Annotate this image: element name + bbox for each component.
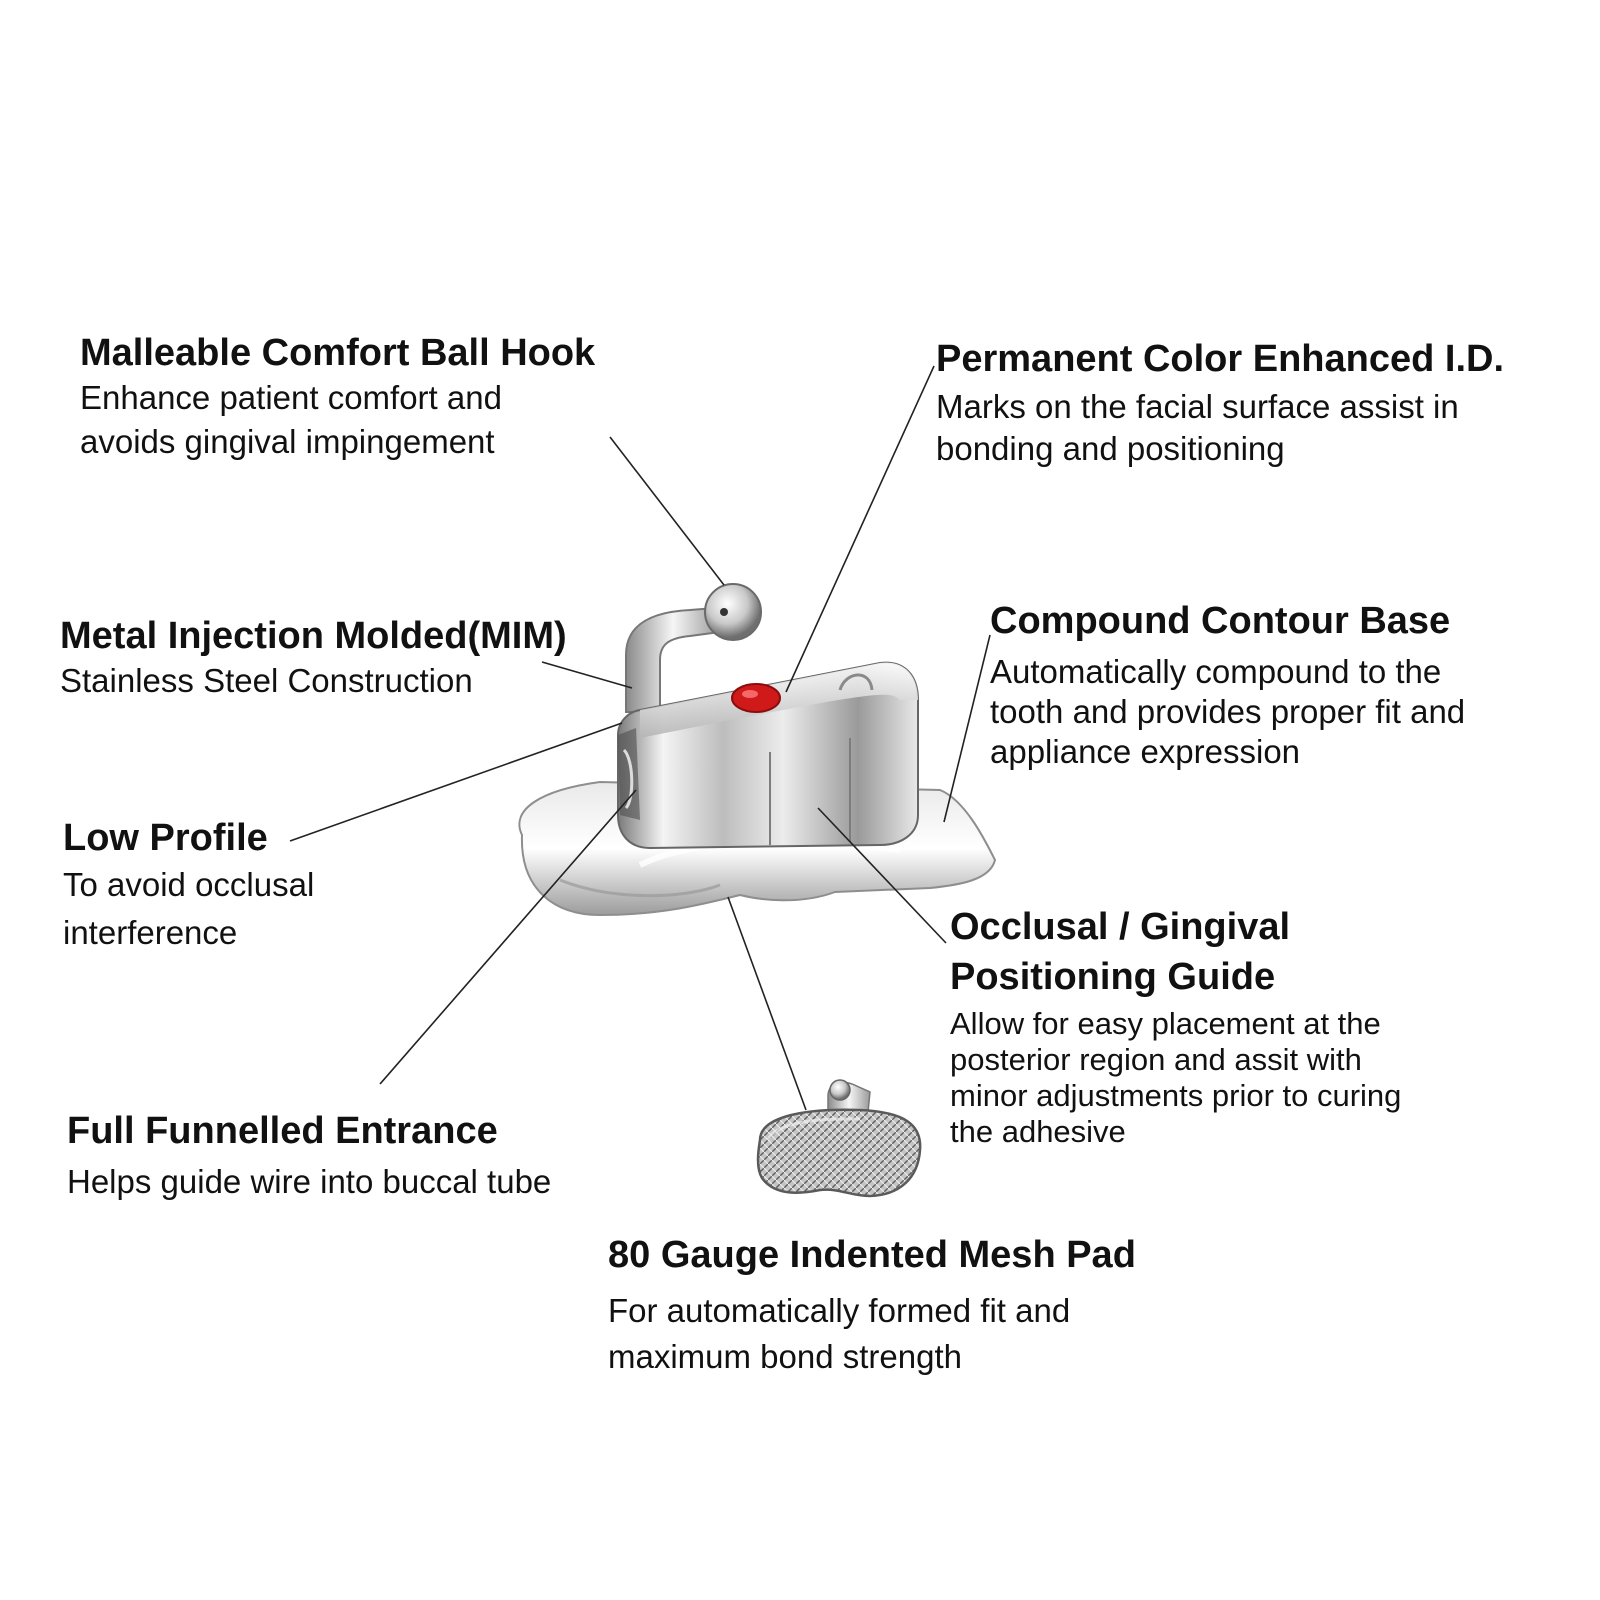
callout-description: Allow for easy placement at the posterio… xyxy=(950,1006,1401,1150)
leader-line-funnel xyxy=(379,789,637,1085)
title-line: Occlusal / Gingival xyxy=(950,906,1291,948)
callout-description: Helps guide wire into buccal tube xyxy=(67,1160,551,1204)
callout-title: 80 Gauge Indented Mesh Pad xyxy=(608,1234,1136,1276)
callout-color-id: Permanent Color Enhanced I.D. Marks on t… xyxy=(936,336,1504,470)
callout-title: Compound Contour Base xyxy=(990,600,1451,642)
description-line: interference xyxy=(63,914,238,951)
description-line: posterior region and assit with xyxy=(950,1042,1362,1077)
description-line: Automatically compound to the xyxy=(990,653,1442,690)
description-line: tooth and provides proper fit and xyxy=(990,693,1466,730)
callout-description: Marks on the facial surface assist in bo… xyxy=(936,386,1504,470)
title-line: Positioning Guide xyxy=(950,956,1276,998)
description-line: minor adjustments prior to curing xyxy=(950,1078,1402,1113)
leader-lines xyxy=(289,365,991,1111)
description-line: avoids gingival impingement xyxy=(80,423,495,460)
callout-description: To avoid occlusal interference xyxy=(63,861,314,957)
description-line: Marks on the facial surface assist in xyxy=(936,388,1459,425)
leader-line-hook xyxy=(609,436,725,586)
callout-description: Stainless Steel Construction xyxy=(60,659,567,703)
color-id-mark xyxy=(731,683,781,713)
description-line: Stainless Steel Construction xyxy=(60,662,473,699)
leader-line-guide xyxy=(817,807,947,944)
callout-title: Low Profile xyxy=(63,817,268,859)
callout-mim: Metal Injection Molded(MIM) Stainless St… xyxy=(60,613,567,703)
leader-line-contour xyxy=(943,634,991,823)
description-line: bonding and positioning xyxy=(936,430,1285,467)
description-line: Helps guide wire into buccal tube xyxy=(67,1163,552,1200)
tube-body xyxy=(617,661,919,850)
callout-title: Occlusal / Gingival Positioning Guide xyxy=(950,902,1401,1002)
callout-title: Malleable Comfort Ball Hook xyxy=(80,332,596,374)
description-line: Allow for easy placement at the xyxy=(950,1006,1381,1041)
ball-hook xyxy=(625,583,762,713)
leader-line-mim xyxy=(541,661,633,689)
callout-description: Enhance patient comfort and avoids gingi… xyxy=(80,376,595,464)
callout-positioning-guide: Occlusal / Gingival Positioning Guide Al… xyxy=(950,902,1401,1150)
mesh-pad-illustration xyxy=(756,1079,922,1198)
callout-low-profile: Low Profile To avoid occlusal interferen… xyxy=(63,815,314,957)
description-line: Enhance patient comfort and xyxy=(80,379,502,416)
leader-line-mesh xyxy=(727,896,807,1111)
callout-title: Metal Injection Molded(MIM) xyxy=(60,615,567,657)
callout-contour-base: Compound Contour Base Automatically comp… xyxy=(990,598,1465,772)
callout-title: Full Funnelled Entrance xyxy=(67,1110,498,1152)
callout-funnel-entrance: Full Funnelled Entrance Helps guide wire… xyxy=(67,1108,551,1204)
description-line: the adhesive xyxy=(950,1114,1126,1149)
leader-line-low-profile xyxy=(289,722,623,842)
description-line: appliance expression xyxy=(990,733,1301,770)
description-line: To avoid occlusal xyxy=(63,866,315,903)
callout-mesh-pad: 80 Gauge Indented Mesh Pad For automatic… xyxy=(608,1232,1136,1380)
callout-description: For automatically formed fit and maximum… xyxy=(608,1288,1136,1380)
leader-line-color-id xyxy=(785,365,935,693)
description-line: maximum bond strength xyxy=(608,1338,962,1375)
callout-title: Permanent Color Enhanced I.D. xyxy=(936,338,1504,380)
description-line: For automatically formed fit and xyxy=(608,1292,1071,1329)
callout-description: Automatically compound to the tooth and … xyxy=(990,652,1465,772)
callout-ball-hook: Malleable Comfort Ball Hook Enhance pati… xyxy=(80,330,595,464)
